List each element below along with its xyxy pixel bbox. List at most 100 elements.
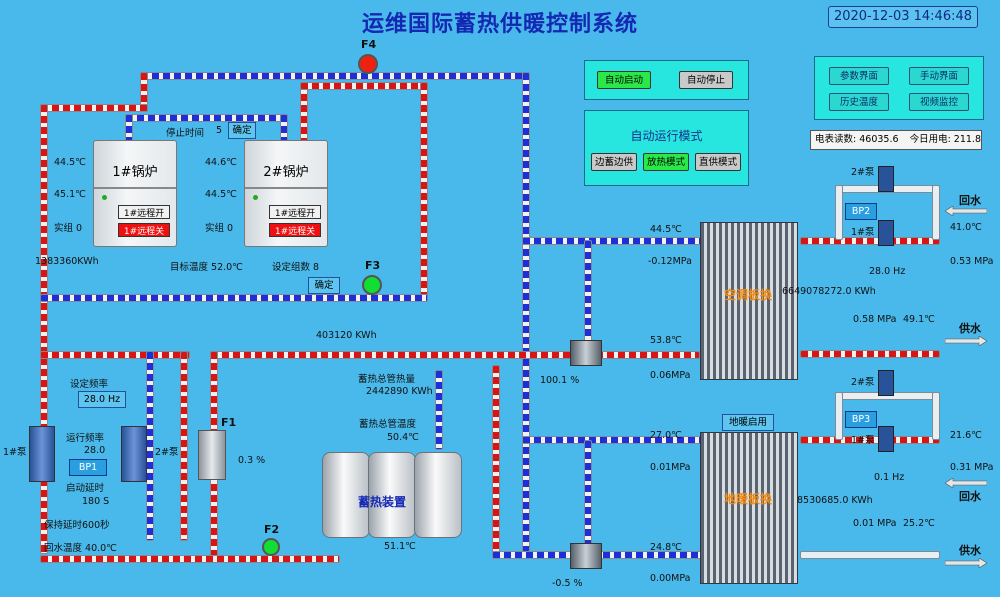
pipe <box>140 72 530 80</box>
hx1-supply-arrow-icon <box>945 336 987 346</box>
hx2-temp-out: 24.8℃ <box>650 542 682 553</box>
hx1-temp-out: 53.8℃ <box>650 335 682 346</box>
pipe <box>492 365 500 555</box>
pipe <box>800 436 940 444</box>
pump-1[interactable] <box>29 426 55 482</box>
pipe <box>40 104 48 554</box>
pipe <box>522 237 702 245</box>
hx2-plate-exchanger <box>700 432 798 584</box>
hx2-supply-temp: 25.2℃ <box>903 518 935 529</box>
bp1-badge: BP1 <box>69 459 107 476</box>
hx1-temp-in: 44.5℃ <box>650 224 682 235</box>
boiler-2-name: 2#锅炉 <box>263 165 309 180</box>
today-usage-label: 今日用电: <box>909 134 951 145</box>
hx1-freq: 28.0 Hz <box>869 266 906 277</box>
auto-start-button[interactable]: 自动启动 <box>597 71 651 89</box>
boiler-1-remote-on-button[interactable]: 1#远程开 <box>118 205 170 219</box>
boiler-2-remote-off-button[interactable]: 1#远程关 <box>269 223 321 237</box>
total-temp-value: 50.4℃ <box>387 432 419 443</box>
hx2-control-valve[interactable] <box>570 543 602 569</box>
hx1-plate-exchanger <box>700 222 798 380</box>
set-groups: 设定组数 8 <box>272 262 320 273</box>
hx1-pump-1-icon[interactable] <box>878 220 894 246</box>
hx2-enable-button[interactable]: 地暖启用 <box>722 414 774 431</box>
hx2-pump-2-icon[interactable] <box>878 370 894 396</box>
energy-mid: 403120 KWh <box>316 330 377 341</box>
valve-f1[interactable] <box>198 430 226 480</box>
boiler-2-temp-1: 44.6℃ <box>205 157 237 168</box>
hx2-return-pressure: 0.31 MPa <box>950 462 994 473</box>
pipe <box>522 72 530 552</box>
stop-time-label: 停止时间 <box>166 128 205 139</box>
pipe <box>40 294 428 302</box>
pipe <box>835 185 843 240</box>
total-heat-value: 2442890 KWh <box>366 386 433 397</box>
pipe <box>125 114 285 122</box>
hx2-return-temp: 21.6℃ <box>950 430 982 441</box>
pipe <box>800 350 940 358</box>
page-title: 运维国际蓄热供暖控制系统 <box>361 12 638 37</box>
datetime-display: 2020-12-03 14:46:48 <box>828 6 978 28</box>
meter-reading-label: 电表读数: <box>815 134 857 145</box>
pipe <box>210 351 700 359</box>
valve-f3[interactable] <box>362 275 382 295</box>
hx1-supply-pressure: 0.58 MPa <box>853 314 897 325</box>
set-freq-label: 设定频率 <box>70 379 109 390</box>
set-freq-input[interactable]: 28.0 Hz <box>78 391 126 408</box>
valve-f3-label: F3 <box>365 259 381 272</box>
energy-left: 1383360KWh <box>35 256 99 267</box>
boiler-1-divider <box>94 187 176 189</box>
boiler-1-temp-1: 44.5℃ <box>54 157 86 168</box>
pipe <box>40 351 190 359</box>
hx1-name: 空调板换 <box>723 288 772 302</box>
history-button[interactable]: 历史温度 <box>829 93 889 111</box>
run-freq-value: 28.0 <box>84 445 106 456</box>
storage-tank-1 <box>322 452 370 538</box>
pump-2[interactable] <box>121 426 147 482</box>
boiler-1-remote-off-button[interactable]: 1#远程关 <box>118 223 170 237</box>
boiler-2: 2#锅炉 1#远程开 1#远程关 <box>244 140 328 247</box>
stop-time-value: 5 <box>216 125 223 136</box>
hx1-pump-2-icon[interactable] <box>878 166 894 192</box>
hx1-supply-temp: 49.1℃ <box>903 314 935 325</box>
valve-f4-label: F4 <box>361 38 377 51</box>
auto-stop-button[interactable]: 自动停止 <box>679 71 733 89</box>
pump-1-label: 1#泵 <box>3 447 27 458</box>
mode-store-supply-button[interactable]: 边蓄边供 <box>591 153 637 171</box>
mode-release-button[interactable]: 放热模式 <box>643 153 689 171</box>
pump-2-label: 2#泵 <box>155 447 179 458</box>
mode-direct-button[interactable]: 直供模式 <box>695 153 741 171</box>
hx1-control-valve[interactable] <box>570 340 602 366</box>
pipe <box>932 392 940 440</box>
boiler-1-name: 1#锅炉 <box>112 165 158 180</box>
valve-f4[interactable] <box>358 54 378 74</box>
meter-box: 电表读数: 46035.6 今日用电: 211.8 <box>810 130 982 150</box>
hold-delay: 保持延时600秒 <box>44 520 110 531</box>
stop-time-confirm-button[interactable]: 确定 <box>228 122 256 139</box>
hx2-return-arrow-icon <box>945 478 987 488</box>
valve-f2[interactable] <box>262 538 280 556</box>
boiler-2-remote-on-button[interactable]: 1#远程开 <box>269 205 321 219</box>
hx1-return-pressure: 0.53 MPa <box>950 256 994 267</box>
video-button[interactable]: 视频监控 <box>909 93 969 111</box>
valve-f1-label: F1 <box>221 416 237 429</box>
boiler-2-group: 实组 0 <box>205 223 234 234</box>
storage-bottom-temp: 51.1℃ <box>384 541 416 552</box>
run-freq-label: 运行频率 <box>66 433 105 444</box>
boiler-2-temp-2: 44.5℃ <box>205 189 237 200</box>
params-button[interactable]: 参数界面 <box>829 67 889 85</box>
pipe <box>800 237 940 245</box>
hx2-energy: 8530685.0 KWh <box>797 495 873 506</box>
hx2-pump-1-icon[interactable] <box>878 426 894 452</box>
pipe <box>584 240 592 345</box>
pipe <box>40 104 148 112</box>
groups-confirm-button[interactable]: 确定 <box>308 277 340 294</box>
valve-f2-label: F2 <box>264 523 280 536</box>
hx2-valve-opening: -0.5 % <box>552 578 583 589</box>
hx1-pump-2: 2#泵 <box>851 167 875 178</box>
manual-button[interactable]: 手动界面 <box>909 67 969 85</box>
pipe <box>420 82 428 302</box>
target-temp: 目标温度 52.0℃ <box>170 262 243 273</box>
hx2-supply-arrow-icon <box>945 558 987 568</box>
total-heat-label: 蓄热总管热量 <box>358 374 416 385</box>
